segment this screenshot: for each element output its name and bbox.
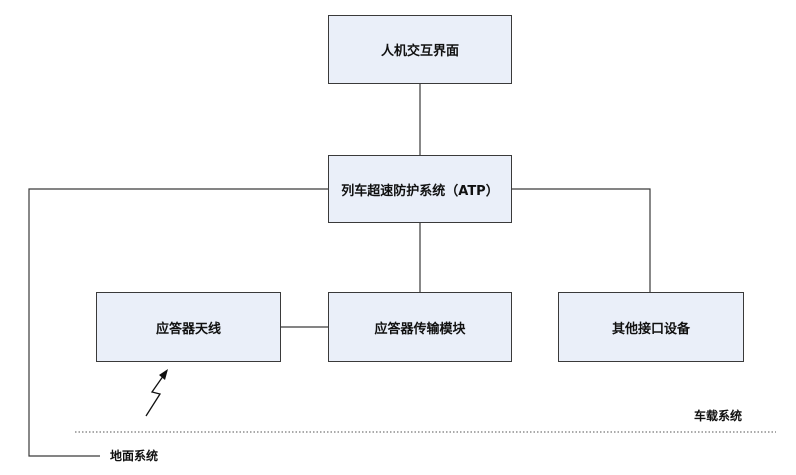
link-atp-interfaces xyxy=(512,188,651,292)
antenna-label: 应答器天线 xyxy=(155,321,221,337)
antenna-box: 应答器天线 xyxy=(96,292,281,362)
lightning-signal-icon xyxy=(145,371,167,417)
atp-label: 列车超速防护系统（ATP） xyxy=(341,183,499,199)
interfaces-label: 其他接口设备 xyxy=(611,321,690,337)
link-atp-ground xyxy=(28,188,328,457)
interfaces-box: 其他接口设备 xyxy=(558,292,744,362)
hmi-box: 人机交互界面 xyxy=(328,15,512,84)
atp-box: 列车超速防护系统（ATP） xyxy=(328,155,512,223)
transmission-label: 应答器传输模块 xyxy=(374,321,466,337)
onboard-system-label: 车载系统 xyxy=(694,409,743,423)
transmission-box: 应答器传输模块 xyxy=(328,292,512,362)
ground-system-label: 地面系统 xyxy=(110,449,159,463)
hmi-label: 人机交互界面 xyxy=(380,44,459,59)
lightning-arrowhead xyxy=(159,369,168,380)
